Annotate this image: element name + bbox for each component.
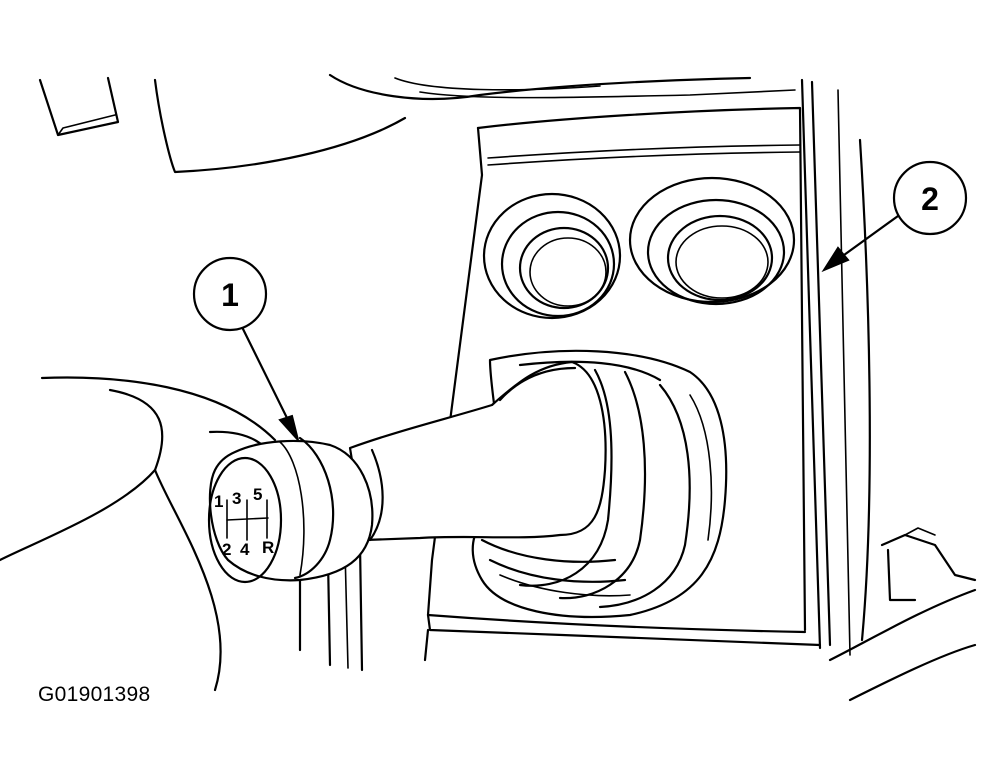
callout-2-label: 2 [921, 181, 939, 217]
vent-left [482, 192, 622, 320]
callout-2-arrowhead [821, 246, 850, 273]
callout-1: 1 [192, 256, 299, 441]
center-console [426, 78, 871, 656]
shift-pattern: 1 3 5 2 4 R [214, 485, 274, 559]
shift-lever [348, 360, 607, 542]
floor-outline [423, 527, 977, 702]
figure-id: G01901398 [38, 683, 151, 706]
seat-outline [0, 376, 364, 692]
callout-1-circle [192, 256, 268, 332]
callout-1-label: 1 [221, 277, 239, 313]
pattern-top-5: 5 [253, 485, 262, 504]
callout-2-circle [892, 160, 968, 236]
vent-right [628, 176, 796, 306]
pattern-bottom-4: 4 [240, 540, 250, 559]
dashboard-outline [38, 73, 796, 174]
pattern-top-3: 3 [232, 489, 241, 508]
callout-2-leader [842, 214, 900, 257]
pattern-top-1: 1 [214, 492, 223, 511]
shift-knob [207, 436, 374, 584]
pattern-bottom-2: 2 [222, 540, 231, 559]
callout-2: 2 [821, 160, 968, 273]
callout-1-leader [241, 327, 290, 422]
callout-1-arrowhead [278, 414, 299, 441]
pattern-bottom-r: R [262, 538, 274, 557]
